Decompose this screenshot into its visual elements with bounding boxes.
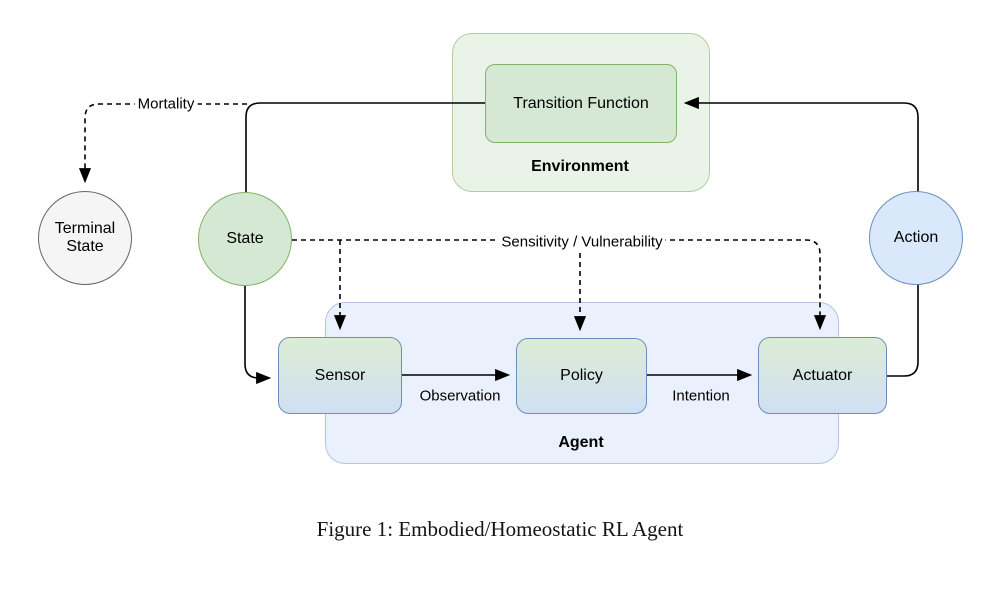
policy-node: Policy — [516, 338, 647, 414]
actuator-node: Actuator — [758, 337, 887, 414]
state-node: State — [198, 192, 292, 286]
transition-function-node: Transition Function — [485, 64, 677, 143]
mortality-edge-label: Mortality — [134, 95, 198, 113]
intention-edge-label: Intention — [672, 387, 730, 405]
terminal-state-node: Terminal State — [38, 191, 132, 285]
edge-state-to-sensor — [244, 285, 272, 385]
observation-edge-label: Observation — [419, 387, 501, 405]
edge-sensitivity-to-actuator — [292, 239, 827, 331]
figure-caption: Figure 1: Embodied/Homeostatic RL Agent — [316, 517, 684, 541]
action-node: Action — [869, 191, 963, 285]
sensitivity-edge-label: Sensitivity / Vulnerability — [498, 233, 666, 251]
edge-mortality — [78, 103, 247, 184]
environment-label: Environment — [531, 158, 629, 175]
agent-label: Agent — [558, 434, 604, 451]
edge-transition-to-state — [245, 102, 485, 193]
sensor-node: Sensor — [278, 337, 402, 414]
